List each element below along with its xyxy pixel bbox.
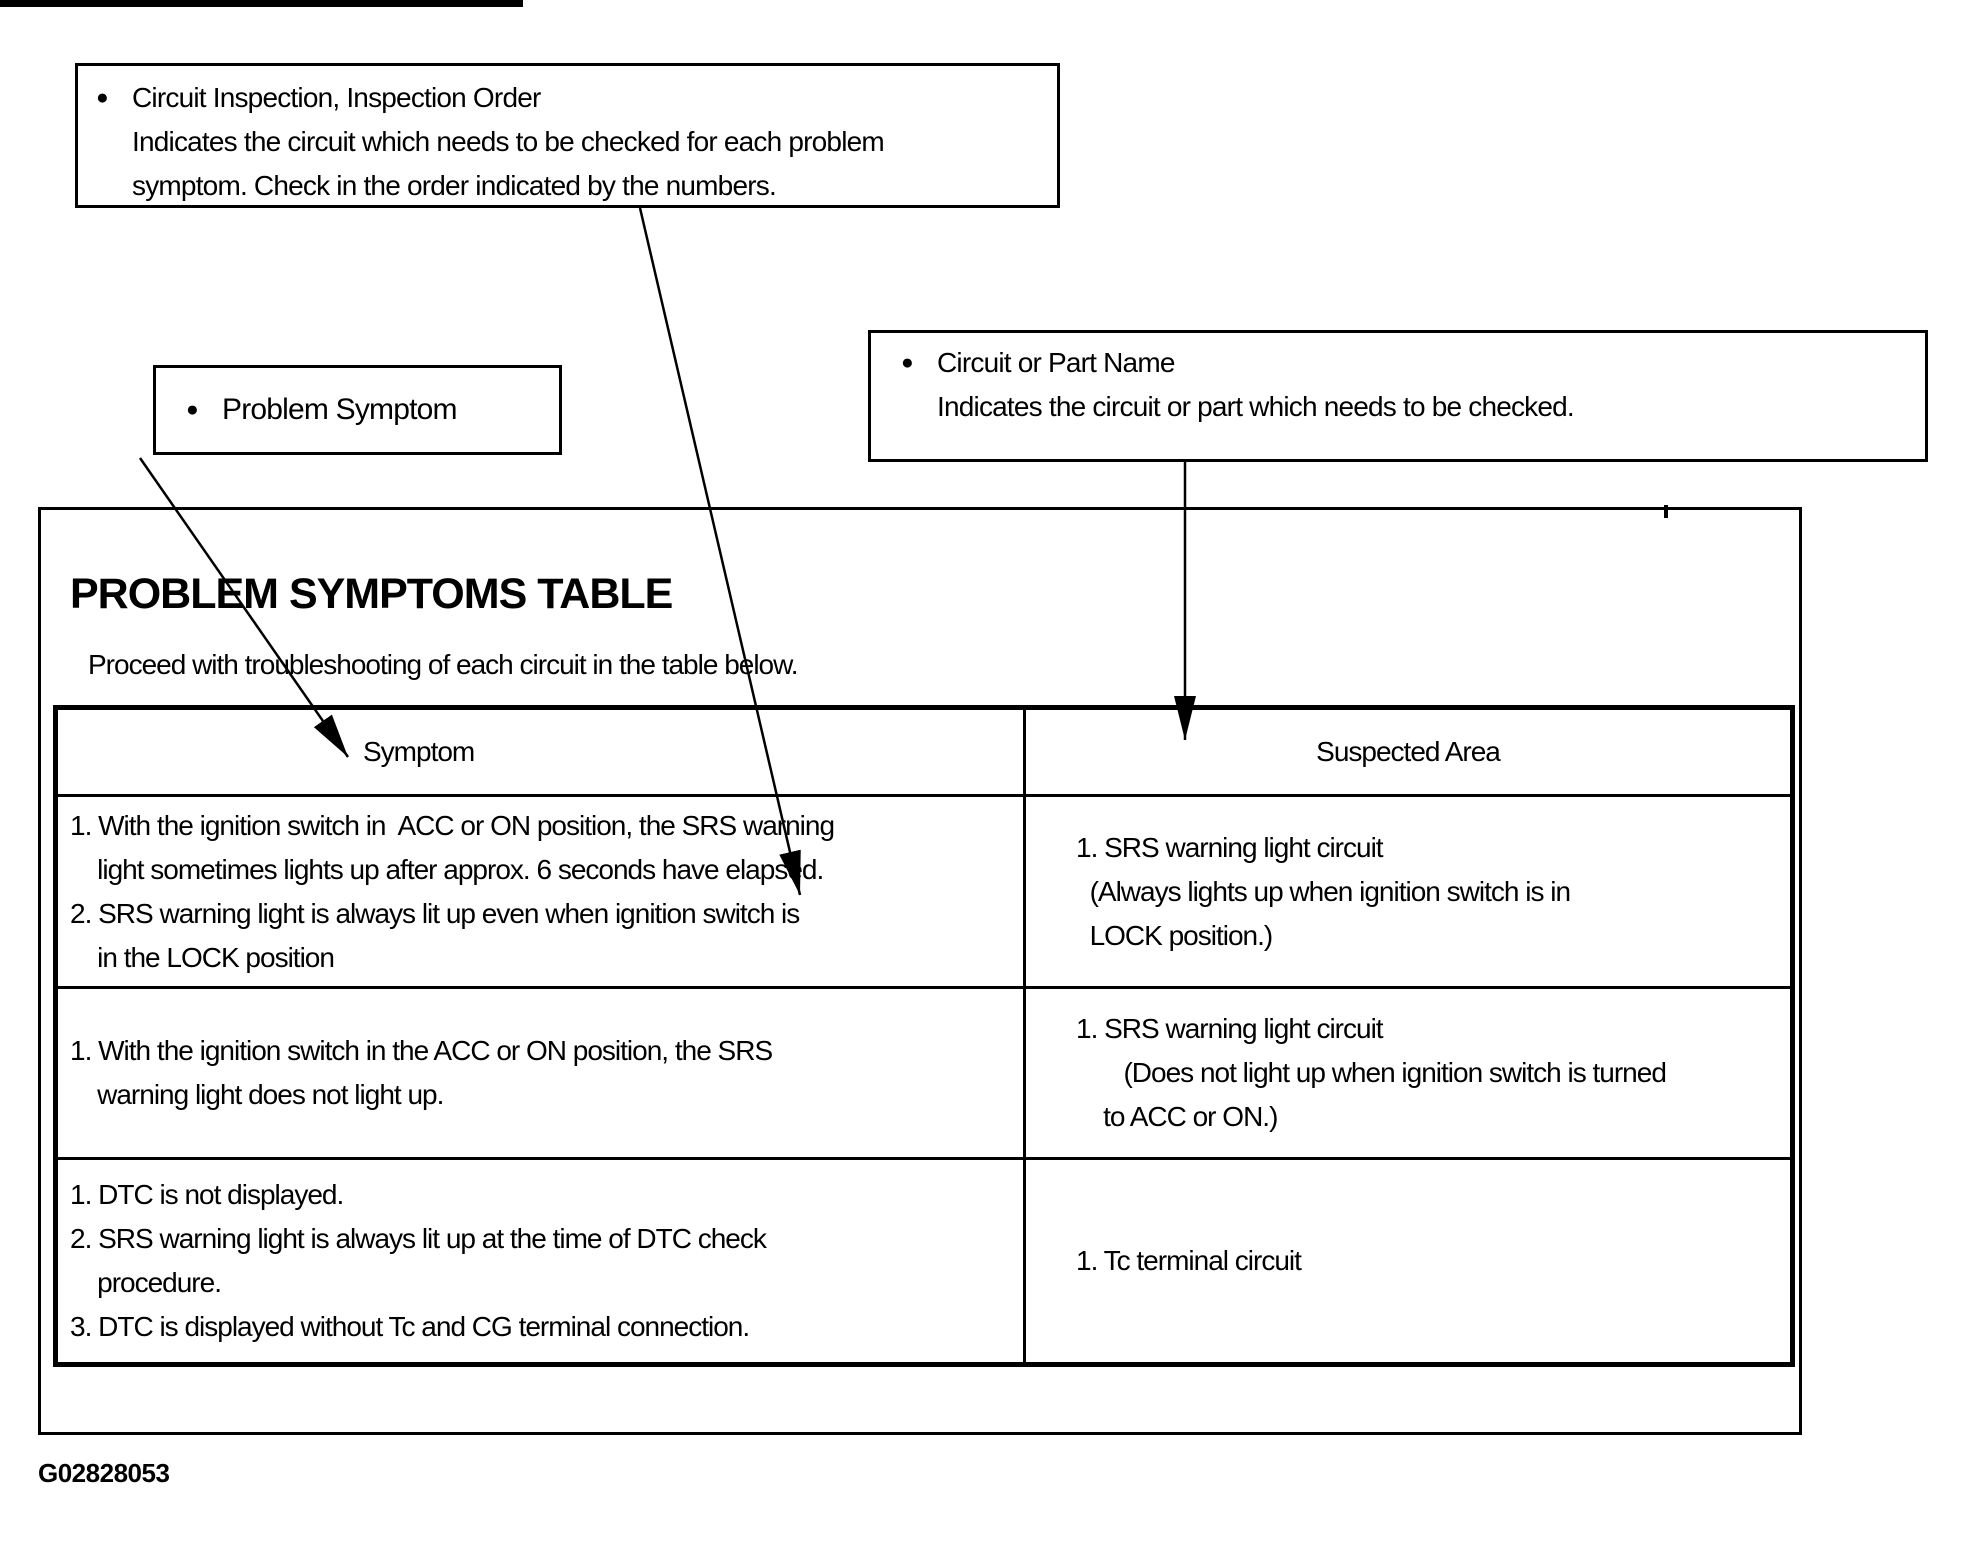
table-row: 1. DTC is not displayed. 2. SRS warning …: [54, 1157, 1794, 1366]
table-header-row: Symptom Suspected Area: [54, 706, 1794, 797]
scan-artifact-bar: [0, 0, 523, 7]
callout-inspection-body: Indicates the circuit which needs to be …: [132, 126, 885, 201]
scan-artifact-tick: [1664, 505, 1668, 518]
symptom-cell: 1. With the ignition switch in ACC or ON…: [54, 794, 1026, 989]
suspected-area-cell: 1. SRS warning light circuit (Always lig…: [1023, 794, 1794, 989]
symptom-cell: 1. With the ignition switch in the ACC o…: [54, 986, 1026, 1160]
figure-code: G02828053: [38, 1458, 170, 1488]
callout-circuit-part-name: ● Circuit or Part Name Indicates the cir…: [868, 330, 1928, 462]
callout-circuit-inspection: ● Circuit Inspection, Inspection Order I…: [75, 63, 1060, 208]
callout-circuit-part-title: Circuit or Part Name: [937, 347, 1175, 378]
page-subtitle: Proceed with troubleshooting of each cir…: [88, 649, 799, 680]
bullet-icon: ●: [186, 398, 199, 421]
problem-symptoms-table: Symptom Suspected Area 1. With the ignit…: [53, 705, 1795, 1367]
table-row: 1. With the ignition switch in ACC or ON…: [54, 794, 1794, 989]
bullet-icon: ●: [901, 351, 914, 374]
callout-problem-symptom: ● Problem Symptom: [153, 365, 562, 455]
symptom-cell: 1. DTC is not displayed. 2. SRS warning …: [54, 1157, 1026, 1366]
suspected-area-cell: 1. SRS warning light circuit (Does not l…: [1023, 986, 1794, 1160]
column-header-suspected-area: Suspected Area: [1023, 706, 1794, 797]
callout-problem-symptom-title: Problem Symptom: [222, 393, 458, 426]
table-row: 1. With the ignition switch in the ACC o…: [54, 986, 1794, 1160]
page-title: PROBLEM SYMPTOMS TABLE: [70, 570, 673, 618]
callout-inspection-title: Circuit Inspection, Inspection Order: [132, 82, 541, 113]
callout-circuit-part-body: Indicates the circuit or part which need…: [937, 391, 1575, 422]
suspected-area-cell: 1. Tc terminal circuit: [1023, 1157, 1794, 1366]
bullet-icon: ●: [96, 86, 109, 109]
column-header-symptom: Symptom: [54, 706, 1026, 797]
